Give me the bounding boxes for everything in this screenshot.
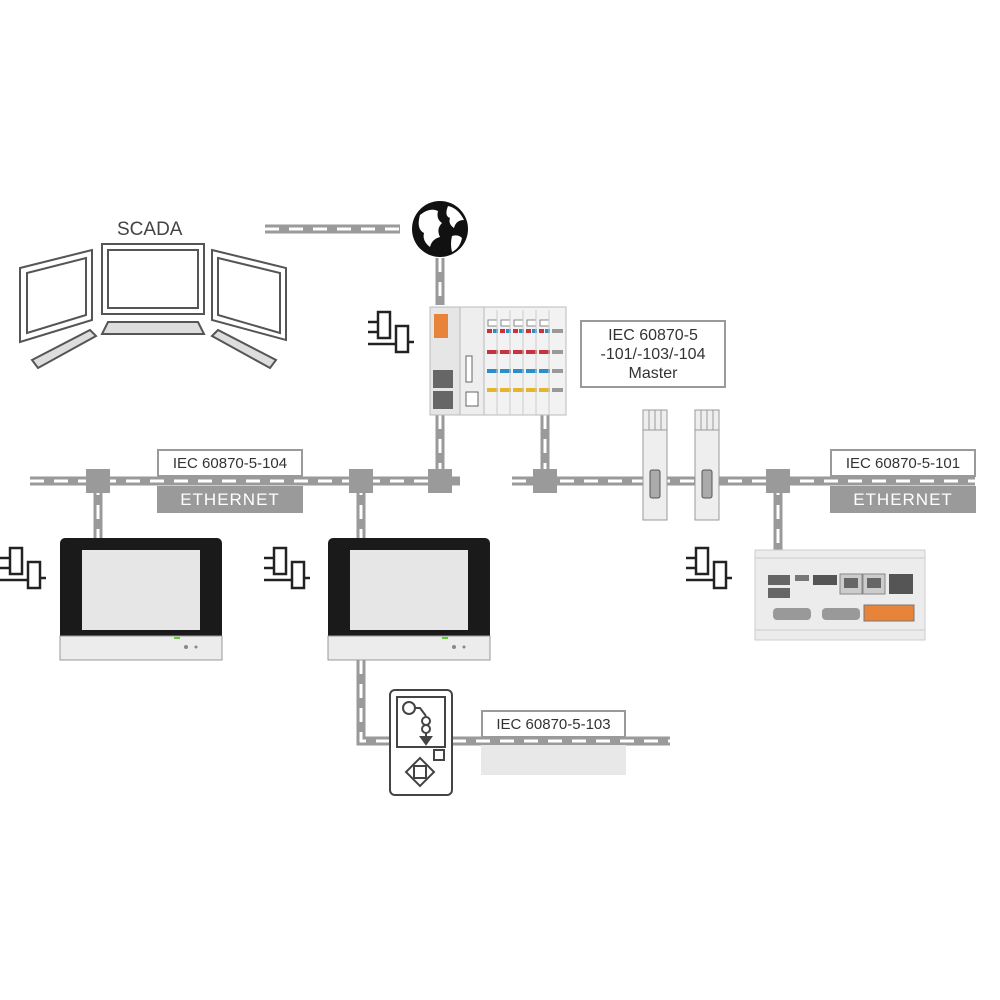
monitor-icon (19, 248, 93, 344)
master-label-line1: IEC 60870-5 (608, 326, 698, 344)
touch-panel-icon (327, 538, 491, 661)
monitor-icon (211, 248, 287, 342)
contact-symbol-icon (262, 546, 312, 590)
contact-symbol-icon (0, 546, 48, 590)
monitor-icon (101, 243, 205, 315)
protocol-label-101: IEC 60870-5-101 (830, 449, 976, 477)
master-label: IEC 60870-5 -101/-103/-104 Master (580, 320, 726, 388)
scada-label: SCADA (117, 219, 183, 240)
bus-lines (30, 224, 975, 746)
ethernet-label: ETHERNET (157, 486, 303, 513)
edge-controller-icon (754, 549, 926, 641)
ethernet-label: ETHERNET (830, 486, 976, 513)
protection-relay-icon (389, 689, 453, 796)
protocol-label-103: IEC 60870-5-103 (481, 710, 626, 738)
scada-workstation (19, 243, 287, 370)
serial-converter-icon (694, 409, 720, 521)
master-label-line3: Master (628, 364, 678, 382)
touch-panel-icon (59, 538, 223, 661)
keyboard-icon (30, 328, 98, 370)
keyboard-icon (100, 321, 206, 335)
contact-symbol-icon (366, 310, 416, 354)
contact-symbol-icon (684, 546, 734, 590)
controller-icon (429, 306, 567, 416)
master-label-line2: -101/-103/-104 (600, 345, 706, 363)
protocol-label-104: IEC 60870-5-104 (157, 449, 303, 477)
network-shadow-box (481, 745, 626, 775)
serial-converter-icon (642, 409, 668, 521)
keyboard-icon (210, 328, 278, 370)
globe-icon (412, 201, 468, 257)
